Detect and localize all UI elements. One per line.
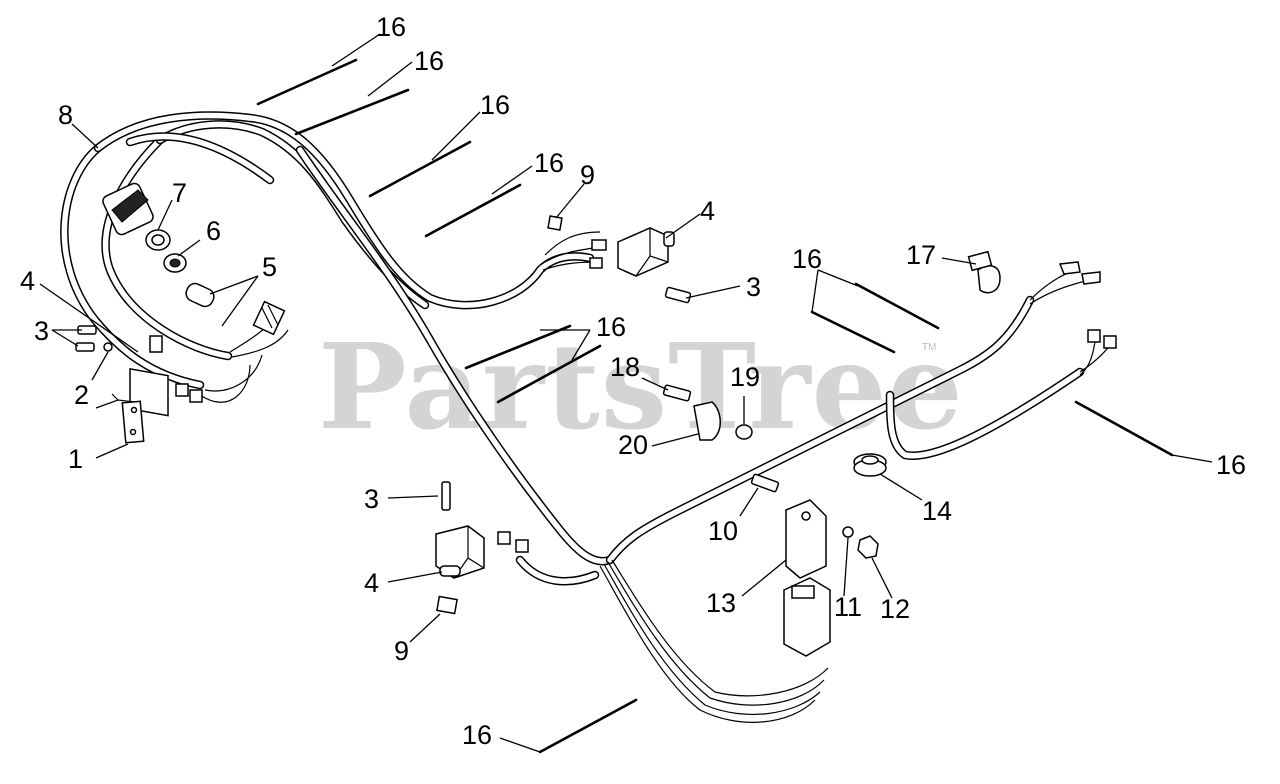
callout-4: 4: [20, 266, 35, 296]
main-wiring-harness: [60, 111, 1111, 723]
callout-4: 4: [700, 196, 715, 226]
cable-tie: [1074, 400, 1174, 457]
clamp-assembly: [662, 384, 753, 441]
cable-tie: [496, 344, 602, 404]
cable-tie: [368, 140, 472, 198]
callout-19: 19: [730, 362, 760, 392]
cable-ties: [256, 58, 1174, 754]
light-socket: [185, 282, 286, 336]
callout-1: 1: [68, 444, 83, 474]
cable-tie: [256, 58, 358, 106]
callout-11: 11: [834, 592, 862, 622]
callout-16: 16: [480, 90, 510, 120]
cable-tie: [464, 324, 572, 370]
mounting-bracket: [95, 393, 145, 444]
cable-tie: [854, 282, 940, 330]
callout-8: 8: [58, 100, 73, 130]
plunger-switch-bottom: [435, 481, 529, 615]
grommet: [163, 253, 187, 273]
cable-tie: [538, 698, 638, 754]
callout-3: 3: [746, 272, 761, 302]
callout-16: 16: [792, 244, 822, 274]
callout-20: 20: [618, 430, 648, 460]
callout-3: 3: [364, 484, 379, 514]
callout-9: 9: [394, 636, 409, 666]
cable-tie: [424, 183, 522, 238]
callout-2: 2: [74, 380, 89, 410]
callout-12: 12: [880, 594, 910, 624]
bolt-top: [664, 286, 692, 304]
cable-clamp-17: [967, 250, 1001, 294]
callout-13: 13: [706, 588, 736, 618]
grommet-right: [853, 453, 887, 477]
callout-9: 9: [580, 160, 595, 190]
callout-labels: 16 16 16 16 8 7 6 5 4 3 2 1 9 4 3 16 16 …: [20, 12, 1246, 750]
leader-lines: [39, 33, 1213, 753]
callout-16: 16: [596, 312, 626, 342]
plunger-switch-top: [589, 227, 675, 277]
ignition-nut: [145, 229, 171, 251]
callout-14: 14: [922, 496, 952, 526]
callout-10: 10: [708, 516, 738, 546]
cable-tie: [294, 88, 410, 136]
callout-16: 16: [1216, 450, 1246, 480]
ignition-switch: [102, 182, 154, 236]
callout-7: 7: [172, 178, 187, 208]
cable-tie: [810, 310, 896, 354]
callout-6: 6: [206, 216, 221, 246]
left-terminals: [175, 383, 203, 403]
callout-16: 16: [462, 720, 492, 750]
watermark-trademark: TM: [922, 342, 936, 353]
callout-3: 3: [34, 316, 49, 346]
right-terminals: [1058, 261, 1117, 349]
callout-4: 4: [364, 568, 379, 598]
callout-18: 18: [610, 352, 640, 382]
callout-5: 5: [262, 252, 277, 282]
relay-assembly: [750, 473, 879, 657]
callout-16: 16: [414, 46, 444, 76]
callout-16: 16: [534, 148, 564, 178]
callout-17: 17: [906, 240, 936, 270]
nut-plate-top: [547, 215, 563, 231]
callout-16: 16: [376, 12, 406, 42]
